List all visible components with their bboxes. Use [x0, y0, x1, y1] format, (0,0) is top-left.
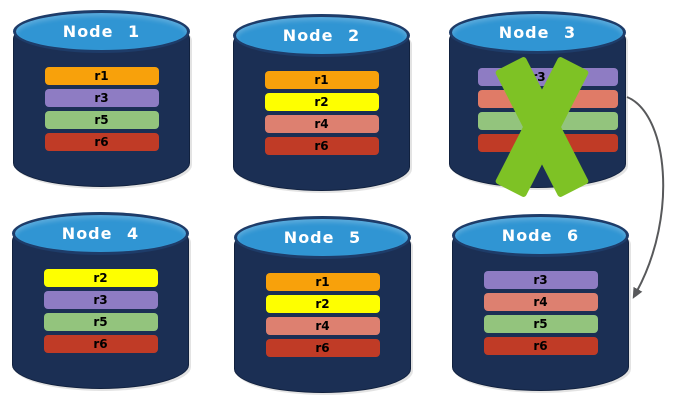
replica-bar: r4: [264, 115, 379, 133]
replica-bar: r6: [264, 137, 379, 155]
node-cylinder-4: Node 4 r2 r3 r5 r6: [12, 212, 189, 389]
replica-bar: r5: [483, 315, 598, 333]
replica-bar: r5: [43, 313, 158, 331]
replica-label: r4: [315, 319, 330, 333]
replica-label: r1: [315, 275, 330, 289]
replica-bar: r3: [483, 271, 598, 289]
cylinder-top-ellipse: Node 3: [449, 11, 626, 54]
replica-label: r6: [314, 139, 329, 153]
replica-label: r5: [533, 317, 548, 331]
cylinder-body: [233, 35, 410, 191]
replica-bar: r2: [43, 269, 158, 287]
replica-bar: r6: [483, 337, 598, 355]
replica-label: r5: [93, 315, 108, 329]
replica-bar: r3: [43, 291, 158, 309]
replica-label: r6: [315, 341, 330, 355]
replica-bar: r1: [44, 67, 159, 85]
replica-label: r2: [315, 297, 330, 311]
replica-list: r1 r2 r4 r6: [234, 273, 411, 357]
replica-bar: r2: [265, 295, 380, 313]
replica-label: r3: [93, 293, 108, 307]
node-title: Node 6: [501, 226, 580, 245]
replica-bar: r6: [265, 339, 380, 357]
cylinder-body: [13, 31, 190, 187]
node-title: Node 2: [282, 26, 361, 45]
node-title: Node 1: [62, 22, 141, 41]
replica-label: r2: [93, 271, 108, 285]
replica-label: r6: [94, 135, 109, 149]
failure-x-icon: [494, 56, 590, 198]
replica-bar: r1: [264, 71, 379, 89]
cylinder-top-ellipse: Node 4: [12, 212, 189, 255]
cylinder-top-ellipse: Node 5: [234, 216, 411, 259]
cylinder-top-ellipse: Node 6: [452, 214, 629, 257]
replica-label: r2: [314, 95, 329, 109]
replica-label: r6: [93, 337, 108, 351]
replica-label: r3: [533, 273, 548, 287]
replica-label: r6: [533, 339, 548, 353]
node-title: Node 3: [498, 23, 577, 42]
replica-label: r3: [94, 91, 109, 105]
replica-label: r5: [94, 113, 109, 127]
replica-bar: r4: [265, 317, 380, 335]
replica-bar: r1: [265, 273, 380, 291]
replica-label: r1: [94, 69, 109, 83]
replica-list: r3 r4 r5 r6: [452, 271, 629, 355]
node-cylinder-5: Node 5 r1 r2 r4 r6: [234, 216, 411, 393]
node-title: Node 4: [61, 224, 140, 243]
cylinder-top-ellipse: Node 2: [233, 14, 410, 57]
replica-bar: r5: [44, 111, 159, 129]
replica-bar: r4: [483, 293, 598, 311]
replica-label: r4: [533, 295, 548, 309]
cylinder-body: [452, 235, 629, 391]
replica-bar: r6: [44, 133, 159, 151]
replica-label: r4: [314, 117, 329, 131]
replica-bar: r3: [44, 89, 159, 107]
node-cylinder-3: Node 3 r3: [449, 11, 626, 198]
replica-bar: r6: [43, 335, 158, 353]
node-cylinder-6: Node 6 r3 r4 r5 r6: [452, 214, 629, 391]
replica-list: r1 r3 r5 r6: [13, 67, 190, 151]
node-cylinder-2: Node 2 r1 r2 r4 r6: [233, 14, 410, 191]
replica-list: r2 r3 r5 r6: [12, 269, 189, 353]
replica-label: r1: [314, 73, 329, 87]
replica-bar: r2: [264, 93, 379, 111]
node-title: Node 5: [283, 228, 362, 247]
cylinder-top-ellipse: Node 1: [13, 10, 190, 53]
replica-list: r1 r2 r4 r6: [233, 71, 410, 155]
node-cylinder-1: Node 1 r1 r3 r5 r6: [13, 10, 190, 187]
